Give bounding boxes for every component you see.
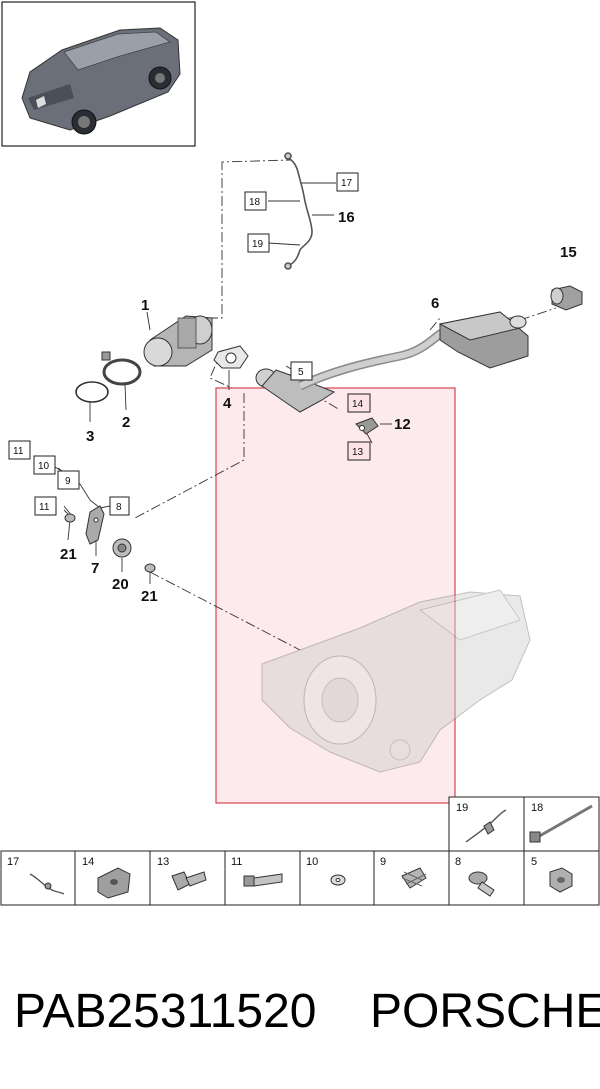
callout-11-upper: 11 bbox=[13, 446, 24, 457]
oxygen-sensor-wire bbox=[284, 152, 313, 270]
table-cell-label: 11 bbox=[231, 856, 242, 868]
long-bolt-icon bbox=[243, 873, 283, 887]
catalytic-converter-part bbox=[143, 315, 213, 367]
callout-13: 13 bbox=[352, 447, 364, 458]
callout-10: 10 bbox=[38, 461, 50, 472]
exhaust-pipe-muffler-part bbox=[298, 311, 529, 391]
hex-nut-icon bbox=[549, 867, 573, 893]
callout-15: 15 bbox=[560, 244, 577, 261]
callout-18: 18 bbox=[249, 197, 261, 208]
callout-8: 8 bbox=[116, 502, 122, 513]
callout-21-upper: 21 bbox=[60, 546, 77, 563]
flange-bolt-icon bbox=[468, 871, 495, 897]
sensor-wire-icon bbox=[29, 873, 65, 895]
highlight-region bbox=[215, 387, 456, 804]
table-cell-label: 5 bbox=[531, 856, 537, 868]
callout-14: 14 bbox=[352, 399, 364, 410]
callout-7: 7 bbox=[91, 560, 99, 577]
callout-3: 3 bbox=[86, 428, 94, 445]
callout-20: 20 bbox=[112, 576, 129, 593]
washer-icon bbox=[330, 874, 346, 886]
callout-9: 9 bbox=[65, 476, 71, 487]
suv-icon bbox=[21, 27, 181, 135]
tailpipe-part bbox=[550, 285, 583, 311]
table-cell-label: 19 bbox=[456, 802, 468, 814]
callout-21-lower: 21 bbox=[141, 588, 158, 605]
callout-frames bbox=[8, 172, 371, 516]
spring-icon bbox=[401, 867, 427, 889]
parts-table: 19 18 17 14 13 11 10 9 8 5 bbox=[0, 796, 600, 906]
brand-name: PORSCHE bbox=[370, 985, 600, 1038]
table-cell-label: 9 bbox=[380, 856, 386, 868]
leader-lines bbox=[134, 159, 557, 651]
table-cell-label: 10 bbox=[306, 856, 318, 868]
cable-tie-icon bbox=[529, 804, 593, 843]
clamp-part bbox=[101, 351, 142, 386]
part-number: PAB25311520 bbox=[14, 985, 317, 1038]
callout-6: 6 bbox=[431, 295, 439, 312]
nut-part-lower bbox=[144, 563, 156, 573]
front-pipe-part bbox=[255, 368, 336, 413]
transmission-part bbox=[261, 589, 531, 773]
table-cell-label: 17 bbox=[7, 856, 19, 868]
nut-part-upper bbox=[64, 513, 76, 523]
footer: PAB25311520 PORSCHE bbox=[0, 980, 600, 1050]
clip-nut-icon bbox=[97, 867, 131, 899]
callout-17: 17 bbox=[341, 178, 353, 189]
callout-12: 12 bbox=[394, 416, 411, 433]
table-cell-label: 13 bbox=[157, 856, 169, 868]
callout-16: 16 bbox=[338, 209, 355, 226]
seal-ring-part bbox=[75, 381, 109, 403]
callout-5: 5 bbox=[298, 367, 304, 378]
table-cell-label: 18 bbox=[531, 802, 543, 814]
callout-4: 4 bbox=[223, 395, 232, 412]
callout-2: 2 bbox=[122, 414, 130, 431]
table-cell-label: 8 bbox=[455, 856, 461, 868]
vehicle-thumbnail bbox=[1, 1, 196, 147]
callout-11-lower: 11 bbox=[39, 502, 50, 513]
wire-clip-icon bbox=[465, 809, 507, 843]
callout-1: 1 bbox=[141, 297, 149, 314]
rubber-bushing-part bbox=[112, 538, 132, 558]
callout-19: 19 bbox=[252, 239, 264, 250]
table-cell-label: 14 bbox=[82, 856, 94, 868]
bracket-part bbox=[355, 417, 379, 435]
hanger-part bbox=[85, 505, 105, 545]
hex-bolt-icon bbox=[171, 871, 207, 891]
